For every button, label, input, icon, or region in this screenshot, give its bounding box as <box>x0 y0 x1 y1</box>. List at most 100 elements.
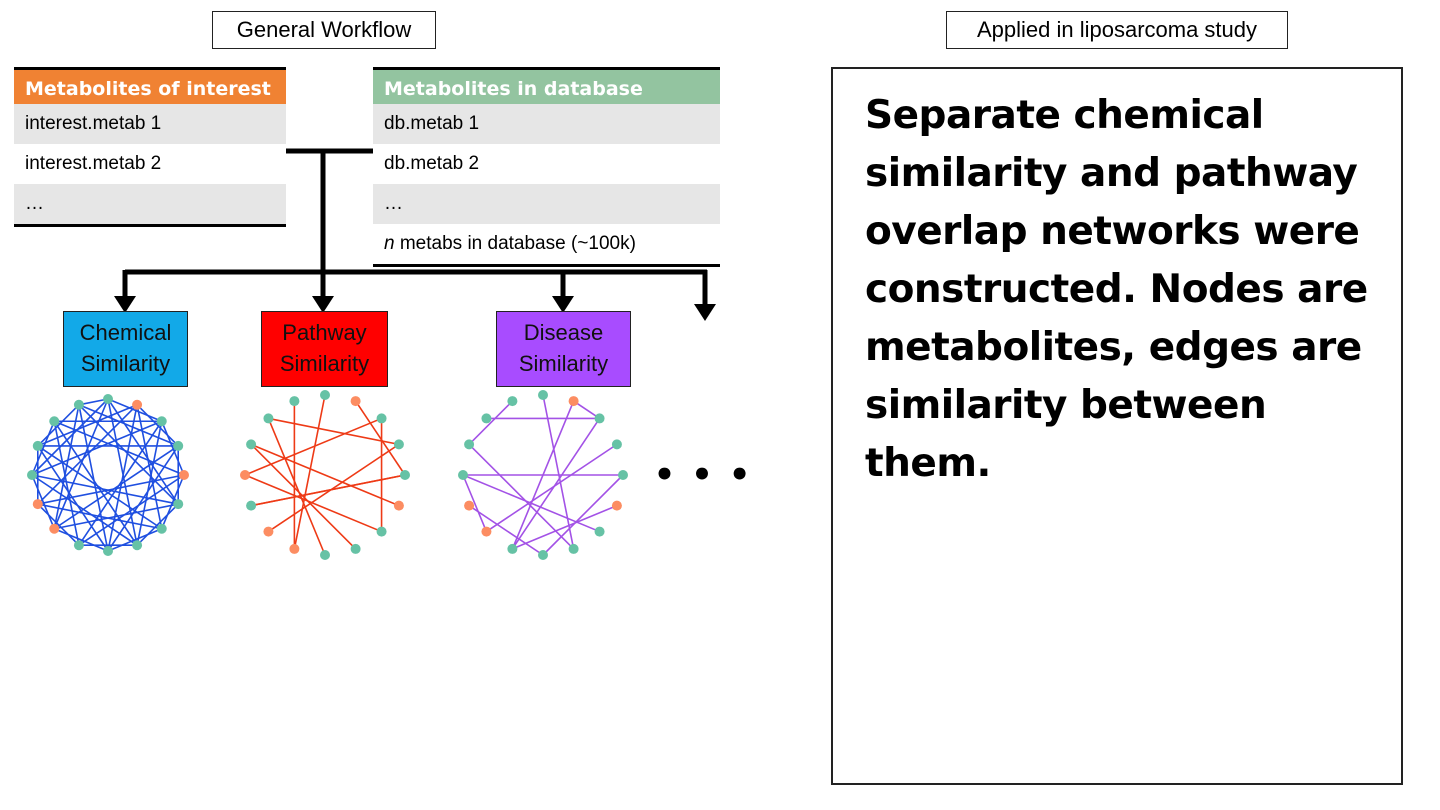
chemical-similarity-line1: Chemical <box>79 320 172 345</box>
chemical-network-edge <box>31 474 138 546</box>
pathway-network-edge <box>250 474 406 507</box>
disease-network-node <box>458 470 468 480</box>
database-row-2: db.metab 2 <box>384 153 480 174</box>
chemical-network-edge <box>78 404 109 552</box>
chemical-network-edge <box>161 474 185 530</box>
arrowhead-chemical <box>114 296 136 313</box>
database-count-n: n <box>384 233 395 254</box>
pathway-network-node <box>393 500 404 511</box>
pathway-network-edge <box>267 418 326 556</box>
pathway-similarity-line2: Similarity <box>279 351 370 376</box>
chemical-network-edge <box>37 445 109 552</box>
chemical-network-edge <box>31 420 55 476</box>
chemical-network-node <box>32 440 43 451</box>
chemical-network-edge <box>107 398 163 422</box>
chemical-network-edge <box>31 398 109 476</box>
disease-network-node <box>507 396 518 407</box>
pathway-network-node <box>289 543 300 554</box>
chemical-network-node <box>103 546 113 556</box>
pathway-network-node <box>400 470 410 480</box>
chemical-network-edge <box>136 503 179 546</box>
database-count-text: metabs in database (~100k) <box>394 233 636 254</box>
chemical-network-edge <box>37 404 138 447</box>
chemical-network-edge <box>53 420 138 546</box>
chemical-network-node <box>49 523 60 534</box>
applied-study-title: Applied in liposarcoma study <box>946 11 1288 49</box>
arrowhead-more <box>694 304 716 321</box>
interest-row-1: interest.metab 1 <box>14 104 286 144</box>
arrowheads <box>114 296 716 321</box>
chemical-network-node <box>103 394 113 404</box>
disease-network-node <box>618 470 628 480</box>
chemical-network-node <box>156 416 167 427</box>
pathway-network-node <box>263 413 274 424</box>
pathway-similarity-box: Pathway Similarity <box>261 311 388 387</box>
interest-row-2: interest.metab 2 <box>25 153 162 174</box>
ellipsis: • • • <box>654 455 753 495</box>
disease-network-node <box>464 439 475 450</box>
disease-network-node <box>568 396 579 407</box>
pathway-network-edge <box>244 474 382 533</box>
chemical-network-edge <box>78 404 179 447</box>
chemical-network-node <box>132 540 143 551</box>
pathway-network-edge <box>268 417 400 446</box>
chemical-network-edge <box>78 420 163 546</box>
disease-similarity-line2: Similarity <box>518 351 609 376</box>
disease-network-edge <box>485 443 618 533</box>
description-panel: Separate chemical similarity and pathway… <box>831 67 1403 785</box>
pathway-network <box>240 390 410 560</box>
chemical-network-edge <box>31 474 179 505</box>
disease-network <box>458 390 628 560</box>
pathway-network-node <box>289 396 300 407</box>
disease-network-edge <box>511 400 575 550</box>
chemical-network-edge <box>107 398 138 546</box>
chemical-network-edge <box>53 528 109 552</box>
chemical-network-edge <box>37 474 185 505</box>
pathway-network-node <box>240 470 250 480</box>
chemical-network-edge <box>136 404 179 447</box>
disease-network-node <box>481 413 492 424</box>
interest-table-bottom-rule <box>14 224 286 227</box>
disease-network-edge <box>468 504 544 556</box>
chemical-network-node <box>73 540 84 551</box>
pathway-network-edge <box>244 417 382 476</box>
chemical-network-node <box>73 399 84 410</box>
interest-table: Metabolites of interest interest.metab 1… <box>14 67 286 227</box>
chemical-network <box>27 394 189 556</box>
database-table: Metabolites in database db.metab 1 db.me… <box>373 67 720 267</box>
pathway-network-node <box>350 543 361 554</box>
disease-network-node <box>594 526 605 537</box>
disease-network-node <box>611 500 622 511</box>
disease-network-node <box>507 543 518 554</box>
pathway-network-edge <box>250 443 357 550</box>
interest-table-header: Metabolites of interest <box>14 67 286 104</box>
chemical-network-node <box>32 499 43 510</box>
database-row-3: … <box>373 184 720 224</box>
disease-network-node <box>481 526 492 537</box>
arrowhead-disease <box>552 296 574 313</box>
chemical-network-node <box>132 399 143 410</box>
disease-network-edge <box>462 474 488 532</box>
chemical-network-edge <box>78 404 179 505</box>
chemical-similarity-line2: Similarity <box>80 351 171 376</box>
ellipsis-text: • • • <box>654 455 753 495</box>
chemical-network-node <box>179 470 189 480</box>
workflow-diagram: • • • <box>27 148 753 560</box>
description-text: Separate chemical similarity and pathway… <box>865 93 1368 486</box>
pathway-network-node <box>263 526 274 537</box>
chemical-network-edge <box>107 528 163 552</box>
disease-similarity-line1: Disease <box>523 320 604 345</box>
chemical-network-edge <box>37 445 163 530</box>
pathway-similarity-line1: Pathway <box>282 320 367 345</box>
disease-network-edge <box>542 474 624 556</box>
interest-row-3: … <box>14 184 286 224</box>
disease-network-node <box>538 390 548 400</box>
disease-network-edge <box>511 417 601 550</box>
chemical-network-edge <box>37 503 80 546</box>
database-table-bottom-rule <box>373 264 720 267</box>
chemical-network-edge <box>53 404 80 529</box>
pathway-network-node <box>393 439 404 450</box>
chemical-network-node <box>173 440 184 451</box>
pathway-network-node <box>350 396 361 407</box>
pathway-network-node <box>246 439 257 450</box>
